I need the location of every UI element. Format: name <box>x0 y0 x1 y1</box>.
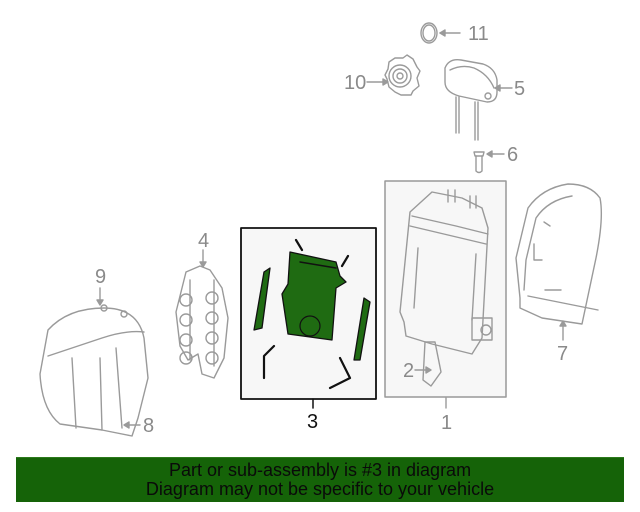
seat-cover-part-8-9 <box>39 287 149 437</box>
callout-6: 6 <box>507 144 519 166</box>
callout-3[interactable]: 3 <box>307 411 319 433</box>
callout-8: 8 <box>143 415 155 437</box>
highlighted-part-3[interactable] <box>240 227 377 409</box>
callout-5: 5 <box>514 78 526 100</box>
callout-11: 11 <box>468 23 489 45</box>
guide-part-6 <box>473 150 505 174</box>
notice-banner: Part or sub-assembly is #3 in diagram Di… <box>16 457 624 502</box>
headrest-part-5 <box>444 58 513 141</box>
banner-line-1: Part or sub-assembly is #3 in diagram <box>168 460 472 480</box>
callout-10: 10 <box>344 72 367 94</box>
callout-1: 1 <box>441 412 453 434</box>
banner-line-2: Diagram may not be specific to your vehi… <box>145 479 495 499</box>
callout-4: 4 <box>198 230 210 252</box>
back-panel-part-7 <box>515 183 603 341</box>
callout-9: 9 <box>95 266 107 288</box>
frame-part-1 <box>384 180 507 409</box>
callout-7: 7 <box>557 343 569 365</box>
callout-2: 2 <box>403 360 415 382</box>
motor-part-10 <box>366 54 421 96</box>
ring-part-11 <box>420 22 461 44</box>
heater-mat-part-4 <box>175 249 229 379</box>
